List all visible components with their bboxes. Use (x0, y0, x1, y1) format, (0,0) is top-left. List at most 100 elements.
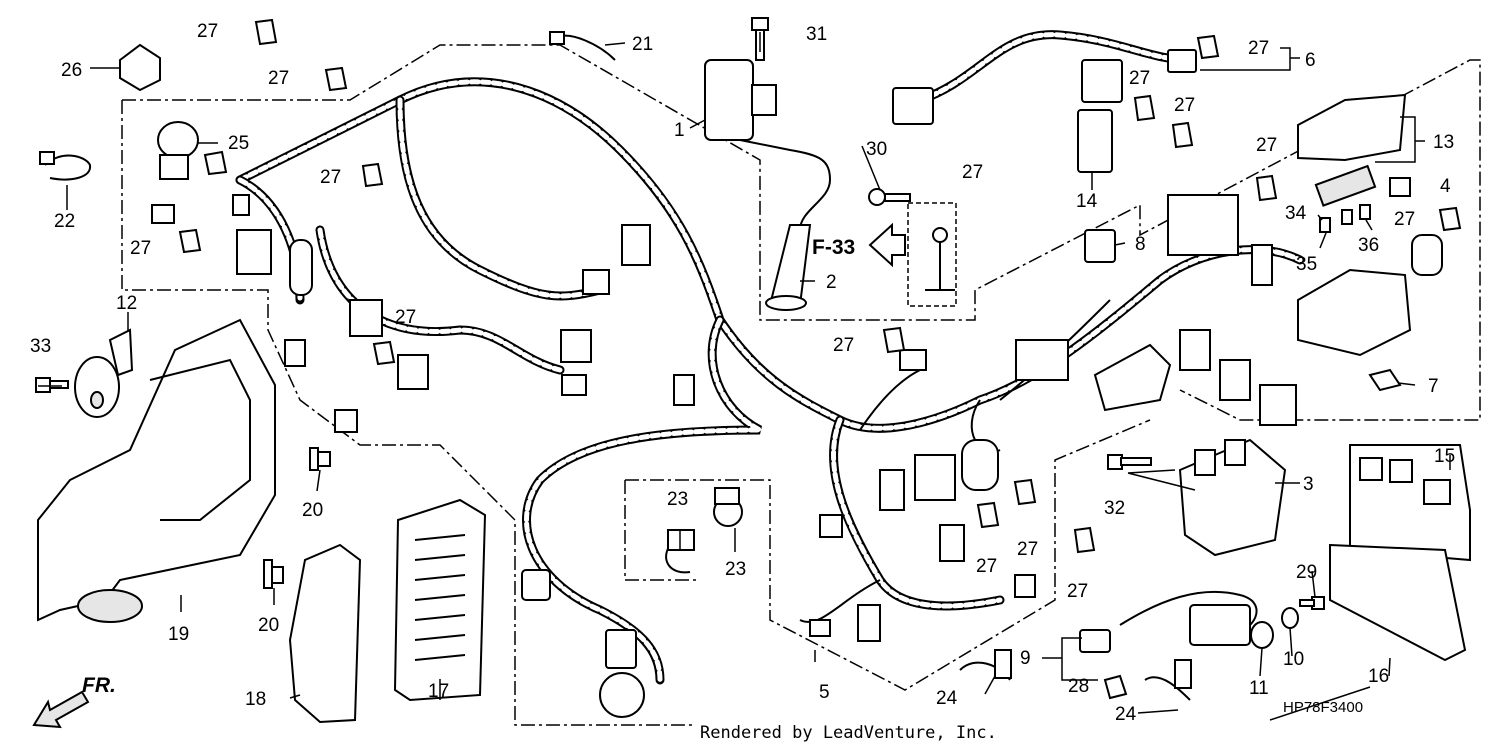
ground-cable-box (907, 202, 957, 307)
callout-31: 31 (806, 24, 827, 45)
callout-27-i: 27 (1174, 95, 1195, 116)
battery-box-19[interactable] (37, 318, 276, 623)
callout-20-upper: 20 (302, 500, 323, 521)
callout-10: 10 (1283, 649, 1304, 670)
regulator-rectifier[interactable] (1178, 438, 1287, 557)
band-24-left[interactable] (959, 649, 1012, 681)
diagram-code: HP78F3400 (1283, 699, 1363, 716)
screw-29[interactable] (1299, 596, 1325, 610)
callout-18: 18 (245, 689, 266, 710)
callout-13: 13 (1433, 132, 1454, 153)
callout-16: 16 (1368, 666, 1389, 687)
callout-27-b: 27 (268, 68, 289, 89)
band-24-right[interactable] (1144, 659, 1192, 701)
callout-27-d: 27 (130, 238, 151, 259)
clamp-23-right[interactable] (713, 487, 743, 527)
clamp-26[interactable] (119, 43, 161, 92)
callout-35: 35 (1296, 254, 1317, 275)
leader-lines (38, 32, 1451, 721)
ecu-15[interactable] (1349, 444, 1471, 562)
callout-6: 6 (1305, 50, 1316, 71)
callout-27-j: 27 (1248, 38, 1269, 59)
callout-20-lower: 20 (258, 615, 279, 636)
relay-14[interactable] (1077, 109, 1113, 173)
callout-33: 33 (30, 336, 51, 357)
callout-23-left: 23 (667, 489, 688, 510)
callout-27-k: 27 (1256, 135, 1277, 156)
front-direction-arrow (32, 690, 90, 729)
callout-4: 4 (1440, 176, 1451, 197)
band-22[interactable] (39, 151, 92, 181)
collar-10[interactable] (1281, 607, 1299, 629)
spark-plug-cap[interactable] (765, 224, 812, 311)
callout-36: 36 (1358, 235, 1379, 256)
callout-2: 2 (826, 272, 837, 293)
ground-bolt-30[interactable] (868, 188, 911, 206)
horn-12[interactable] (74, 328, 134, 418)
junction-module (1093, 343, 1172, 412)
callout-34: 34 (1285, 203, 1307, 224)
ignition-coil[interactable] (704, 59, 832, 231)
callout-32: 32 (1104, 498, 1125, 519)
condenser (961, 439, 999, 491)
clamp-23-left[interactable] (665, 529, 695, 574)
callout-28: 28 (1068, 676, 1089, 697)
connector-8[interactable] (1084, 229, 1116, 263)
callout-17: 17 (428, 681, 449, 702)
callout-27-a: 27 (197, 21, 218, 42)
callout-5: 5 (819, 682, 830, 703)
clip-28[interactable] (1103, 674, 1128, 700)
fuse-4[interactable] (1389, 177, 1411, 197)
clamp-25[interactable] (157, 121, 199, 180)
callout-15: 15 (1434, 446, 1455, 467)
band-21[interactable] (549, 31, 616, 61)
callout-7: 7 (1428, 376, 1439, 397)
callout-23-right: 23 (725, 559, 746, 580)
bolt-33[interactable] (35, 377, 69, 393)
render-credit: Rendered by LeadVenture, Inc. (700, 723, 997, 743)
callout-27-e: 27 (395, 307, 416, 328)
fuse-box-cover[interactable] (1297, 93, 1407, 207)
callout-27-c: 27 (320, 167, 341, 188)
callout-27-h: 27 (1129, 68, 1150, 89)
bolt-20-upper[interactable] (309, 447, 331, 471)
front-direction-label: FR. (82, 674, 116, 697)
coupler-near-23 (521, 569, 645, 718)
callout-29: 29 (1296, 562, 1317, 583)
bracket-18[interactable] (288, 543, 362, 724)
callout-30: 30 (866, 139, 887, 160)
callout-19: 19 (168, 624, 189, 645)
group-boundaries (121, 44, 1481, 726)
reference-arrow (868, 222, 906, 268)
callout-labels: 1 2 3 4 5 6 7 8 9 10 11 12 13 14 15 16 1… (30, 21, 1455, 725)
callout-8: 8 (1135, 234, 1146, 255)
grommet-11[interactable] (1250, 621, 1274, 649)
clips-27[interactable] (178, 18, 1462, 554)
callout-3: 3 (1303, 474, 1314, 495)
callout-27-m: 27 (976, 556, 997, 577)
callout-24-left: 24 (936, 688, 958, 709)
callout-9: 9 (1020, 648, 1031, 669)
callout-21: 21 (632, 34, 653, 55)
harness-connectors (151, 194, 1443, 642)
callout-27-l: 27 (1394, 209, 1415, 230)
callout-11: 11 (1249, 678, 1269, 699)
callout-26: 26 (61, 60, 82, 81)
callout-22: 22 (54, 211, 75, 232)
sub-harness-6[interactable] (892, 30, 1197, 125)
callout-27-n: 27 (1017, 539, 1038, 560)
clip-7[interactable] (1368, 368, 1402, 392)
ecm-17[interactable] (393, 498, 487, 702)
bolt-20-lower[interactable] (263, 559, 284, 589)
ecu-cover-16[interactable] (1329, 543, 1467, 662)
fuses-34-35-36[interactable] (1319, 204, 1371, 233)
fuse-box[interactable] (1297, 268, 1412, 357)
callout-27-f: 27 (833, 335, 854, 356)
callout-27-g: 27 (962, 162, 983, 183)
sub-harness-9[interactable] (1079, 590, 1258, 653)
bolt-32[interactable] (1107, 454, 1152, 470)
callout-24-right: 24 (1115, 704, 1137, 725)
callout-12: 12 (116, 293, 137, 314)
callout-25: 25 (228, 133, 249, 154)
